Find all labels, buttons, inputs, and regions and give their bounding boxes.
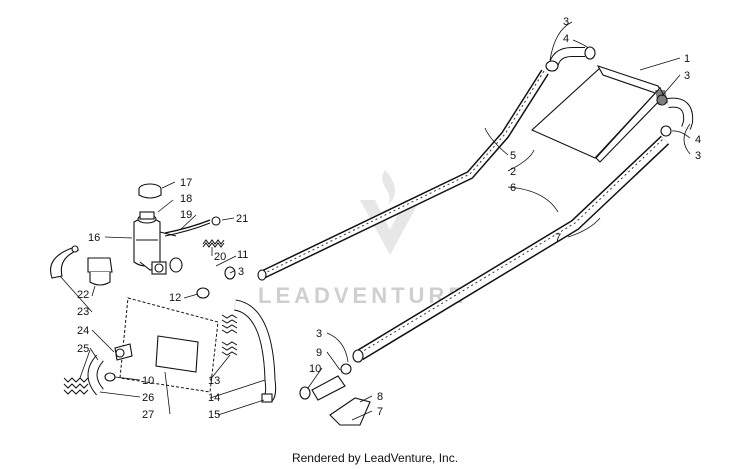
callout-3-bottom: 3 xyxy=(316,328,322,340)
fitting-12 xyxy=(151,261,167,275)
callout-22: 22 xyxy=(77,289,89,301)
callout-27: 27 xyxy=(142,409,154,421)
callout-25: 25 xyxy=(77,343,89,355)
bottom-fittings xyxy=(299,363,371,426)
callout-24: 24 xyxy=(77,325,89,337)
fitting-15 xyxy=(261,393,273,403)
callout-26: 26 xyxy=(142,392,154,404)
overflow-hose xyxy=(164,219,211,234)
cooling-pipe-6 xyxy=(352,135,670,363)
callout-4-right: 4 xyxy=(695,134,701,146)
callout-3-top: 3 xyxy=(563,16,569,28)
callout-1: 1 xyxy=(684,53,690,65)
callout-3-right-lower: 3 xyxy=(695,150,701,162)
leader-lines xyxy=(59,21,691,421)
clamp-11 xyxy=(169,257,183,273)
callout-15: 15 xyxy=(208,409,220,421)
callout-3-right: 3 xyxy=(684,70,690,82)
callout-10-bottom: 10 xyxy=(309,363,321,375)
callout-6: 6 xyxy=(510,182,516,194)
callout-23: 23 xyxy=(77,306,89,318)
right-elbow xyxy=(660,97,694,137)
hose-clamp-21 xyxy=(211,216,221,226)
callout-16: 16 xyxy=(88,232,100,244)
callout-4-top: 4 xyxy=(563,33,569,45)
cooling-pipe-5 xyxy=(257,69,549,281)
spring-25 xyxy=(63,377,89,395)
callout-9: 9 xyxy=(316,347,322,359)
callout-21: 21 xyxy=(236,213,248,225)
watermark-text: LEADVENTURE xyxy=(258,283,467,308)
callout-13: 13 xyxy=(208,375,220,387)
spring-20 xyxy=(202,239,225,248)
heat-exchanger-plate xyxy=(531,65,668,163)
callout-19: 19 xyxy=(180,209,192,221)
top-elbow-upper xyxy=(545,46,596,72)
callout-12: 12 xyxy=(169,292,181,304)
callout-2: 2 xyxy=(510,166,516,178)
callout-18: 18 xyxy=(180,193,192,205)
spring-13 xyxy=(221,314,238,356)
coolant-reservoir xyxy=(133,211,177,271)
heat-shield-panel xyxy=(119,297,219,393)
callout-7-bottom: 7 xyxy=(377,406,383,418)
callout-10-left: 10 xyxy=(142,375,154,387)
fitting-24 xyxy=(114,343,133,361)
callout-14: 14 xyxy=(208,392,220,404)
callout-3-left: 3 xyxy=(238,266,244,278)
callout-20: 20 xyxy=(214,251,226,263)
rendered-by-footer: Rendered by LeadVenture, Inc. xyxy=(292,451,458,465)
mounting-bracket xyxy=(50,245,113,286)
callout-17: 17 xyxy=(180,177,192,189)
callout-8: 8 xyxy=(377,391,383,403)
callout-5: 5 xyxy=(510,150,516,162)
radiator-cap xyxy=(138,183,162,199)
callout-7-right: 7 xyxy=(555,232,561,244)
clamp-12 xyxy=(196,287,210,299)
callout-11: 11 xyxy=(237,249,248,261)
leadventure-watermark-logo xyxy=(360,170,420,255)
clamp-10-left xyxy=(104,372,116,382)
